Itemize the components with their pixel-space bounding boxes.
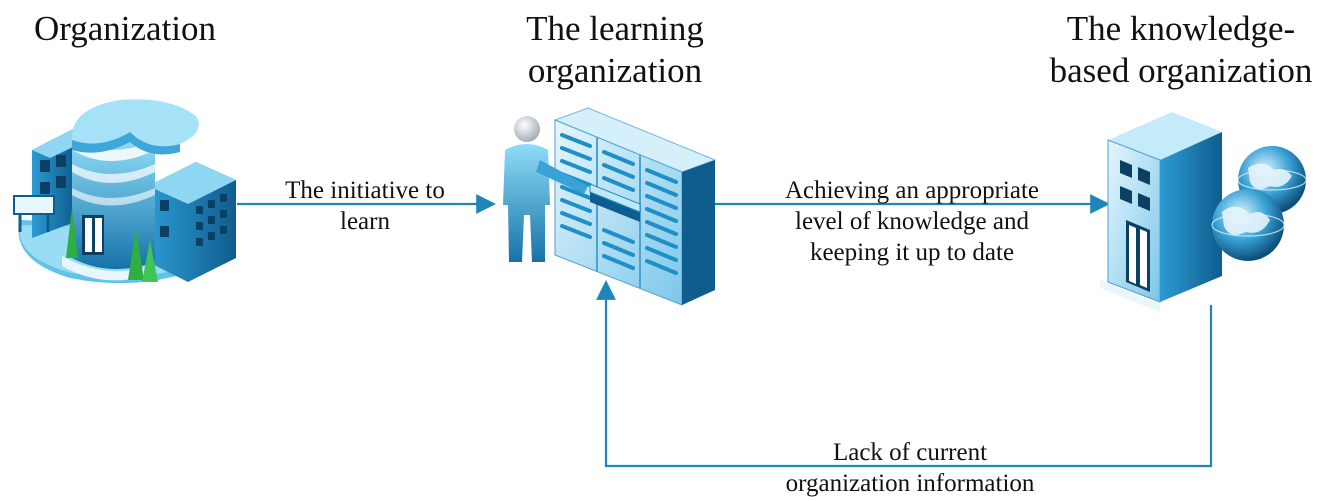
person-at-server-rack-icon bbox=[503, 107, 717, 306]
edge-label-initiative-to-learn: The initiative to learn bbox=[285, 177, 445, 235]
globe-icon-bottom bbox=[1211, 189, 1285, 261]
node-title-learning-organization: The learning organization bbox=[526, 9, 704, 90]
edge-label-lack-of-information: Lack of current organization information bbox=[785, 439, 1035, 497]
edge-knowledge-to-learning bbox=[596, 280, 1213, 468]
node-title-organization: Organization bbox=[33, 9, 217, 48]
edge-label-achieving-knowledge: Achieving an appropriate level of knowle… bbox=[784, 177, 1040, 266]
building-with-globes-icon bbox=[1100, 112, 1307, 312]
node-title-knowledge-based-organization: The knowledge- based organization bbox=[1049, 9, 1313, 90]
office-building-icon bbox=[13, 99, 236, 284]
